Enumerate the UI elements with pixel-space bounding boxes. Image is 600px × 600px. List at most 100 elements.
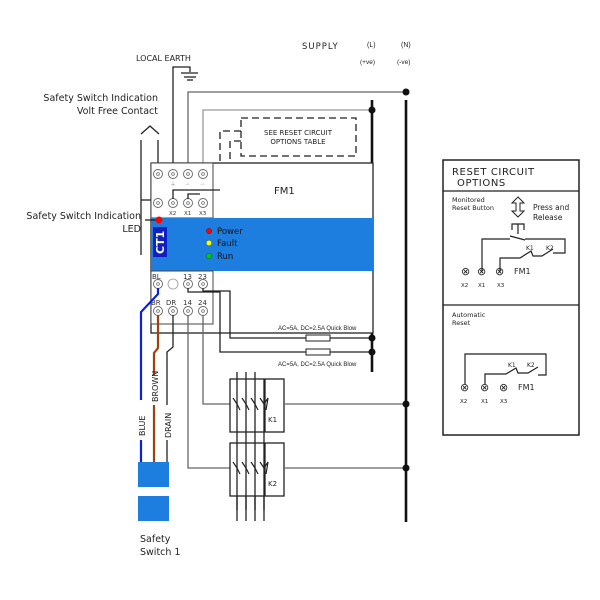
run-led-icon <box>206 253 212 259</box>
wire-24-k1 <box>202 315 230 405</box>
wire-13-fuse <box>187 288 372 353</box>
see-reset-box <box>240 117 357 157</box>
terminal-label: 24 <box>198 299 207 307</box>
pushbutton-icon <box>481 223 566 271</box>
auto-x2: X2 <box>460 399 467 405</box>
terminal-label: X3 <box>199 211 207 217</box>
indicator-fault: Fault <box>217 239 238 249</box>
supply-n-polarity: (-ve) <box>397 59 410 66</box>
fm1-label: FM1 <box>274 186 295 197</box>
automatic-line2: Reset <box>452 319 471 327</box>
terminal-label: 23 <box>198 273 207 281</box>
k1-label: K1 <box>268 416 277 424</box>
contactor-k2: K2 <box>229 442 410 510</box>
terminal-24[interactable] <box>198 306 208 316</box>
supply-l-polarity: (+ve) <box>360 59 375 66</box>
junction-dot <box>368 348 376 356</box>
terminal-label: BR <box>151 299 161 307</box>
monitored-x1: X1 <box>478 283 485 289</box>
lamp-icon: ⊗ <box>461 265 470 278</box>
lamp-icon: ⊗ <box>480 381 489 394</box>
terminal-label: X1 <box>184 211 191 217</box>
terminal[interactable] <box>153 198 163 208</box>
wire-x2 <box>172 189 220 199</box>
indicator-run: Run <box>217 252 233 262</box>
terminal-label: BL <box>152 273 161 281</box>
brown-label: BROWN <box>151 371 160 402</box>
press-line2: Release <box>533 213 563 222</box>
auto-reset-circuit-icon <box>464 353 547 384</box>
terminal[interactable] <box>183 169 193 179</box>
automatic-line1: Automatic <box>452 311 486 319</box>
safety-switch-label-line2: Switch 1 <box>140 547 180 558</box>
blue-cable <box>139 288 160 400</box>
terminal-x2[interactable] <box>168 198 178 208</box>
indicator-power: Power <box>217 227 243 237</box>
vfc-label-line1: Safety Switch Indication <box>43 93 158 104</box>
led-label-line1: Safety Switch Indication <box>26 211 141 222</box>
lamp-icon: ⊗ <box>499 381 508 394</box>
auto-k1: K1 <box>508 362 516 369</box>
terminal-br[interactable] <box>153 306 163 316</box>
auto-x3: X3 <box>500 399 508 405</box>
earth-icon <box>172 66 198 165</box>
reset-table-title-line1: RESET CIRCUIT <box>452 167 535 178</box>
terminal-14[interactable] <box>183 306 193 316</box>
terminal[interactable] <box>153 169 163 179</box>
see-reset-line2: OPTIONS TABLE <box>270 138 325 146</box>
monitored-line2: Reset Button <box>452 204 494 212</box>
brown-cable <box>152 315 160 375</box>
safety-switch-label-line1: Safety <box>140 534 171 545</box>
monitored-line1: Monitored <box>452 196 485 204</box>
monitored-x3: X3 <box>497 283 505 289</box>
safety-led-icon <box>155 216 163 224</box>
terminal-x3[interactable] <box>198 198 208 208</box>
vfc-label-line2: Volt Free Contact <box>77 106 158 117</box>
power-led-icon <box>206 228 212 234</box>
terminal-dr[interactable] <box>168 306 178 316</box>
terminal-label: 14 <box>183 299 192 307</box>
terminal-bl[interactable] <box>153 279 163 289</box>
terminal-row-top-1: ⏚ ∽ ∽ <box>153 169 208 188</box>
contact-symbols-icon <box>232 397 269 475</box>
lamp-icon: ⊗ <box>495 265 504 278</box>
fuse-1-label: AC=5A, DC=2.5A Quick Blow <box>278 326 357 332</box>
terminal-x1[interactable] <box>183 198 193 208</box>
supply-l-label: (L) <box>367 42 376 49</box>
see-reset-line1: SEE RESET CIRCUIT <box>264 129 333 137</box>
ac-symbol-icon: ∽ <box>185 181 190 188</box>
monitored-fm1: FM1 <box>514 267 531 276</box>
wire-to-neutral <box>187 91 406 165</box>
terminal-13[interactable] <box>183 279 193 289</box>
fault-led-icon <box>206 240 212 246</box>
terminal[interactable] <box>168 169 178 179</box>
fuse-1-icon <box>305 334 331 342</box>
reset-options-table: RESET CIRCUIT OPTIONS Monitored Reset Bu… <box>442 159 580 436</box>
fuse-2-label: AC=5A, DC=2.5A Quick Blow <box>278 362 357 368</box>
auto-x1: X1 <box>481 399 488 405</box>
press-line1: Press and <box>533 203 569 212</box>
up-down-arrow-icon <box>510 196 526 218</box>
auto-k2: K2 <box>527 362 535 369</box>
ac-symbol-icon: ∽ <box>200 181 205 188</box>
monitored-k1: K1 <box>526 245 534 252</box>
earth-symbol-icon: ⏚ <box>170 181 176 188</box>
terminal-23[interactable] <box>198 279 208 289</box>
junction-dot <box>368 334 376 342</box>
wire-to-live <box>202 109 372 165</box>
terminal-label: X2 <box>169 211 176 217</box>
terminal[interactable] <box>198 169 208 179</box>
module-panel <box>151 218 373 271</box>
lamp-icon: ⊗ <box>477 265 486 278</box>
blue-label: BLUE <box>138 416 147 436</box>
lamp-icon: ⊗ <box>460 381 469 394</box>
k2-label: K2 <box>268 480 277 488</box>
reset-table-title-line2: OPTIONS <box>457 178 506 189</box>
ct1-badge <box>153 227 167 257</box>
junction-dot <box>368 106 376 114</box>
wire-x1 <box>187 193 200 199</box>
junction-dot <box>402 88 410 96</box>
supply-label: SUPPLY <box>302 42 339 52</box>
ct1-label: CT1 <box>154 231 167 254</box>
